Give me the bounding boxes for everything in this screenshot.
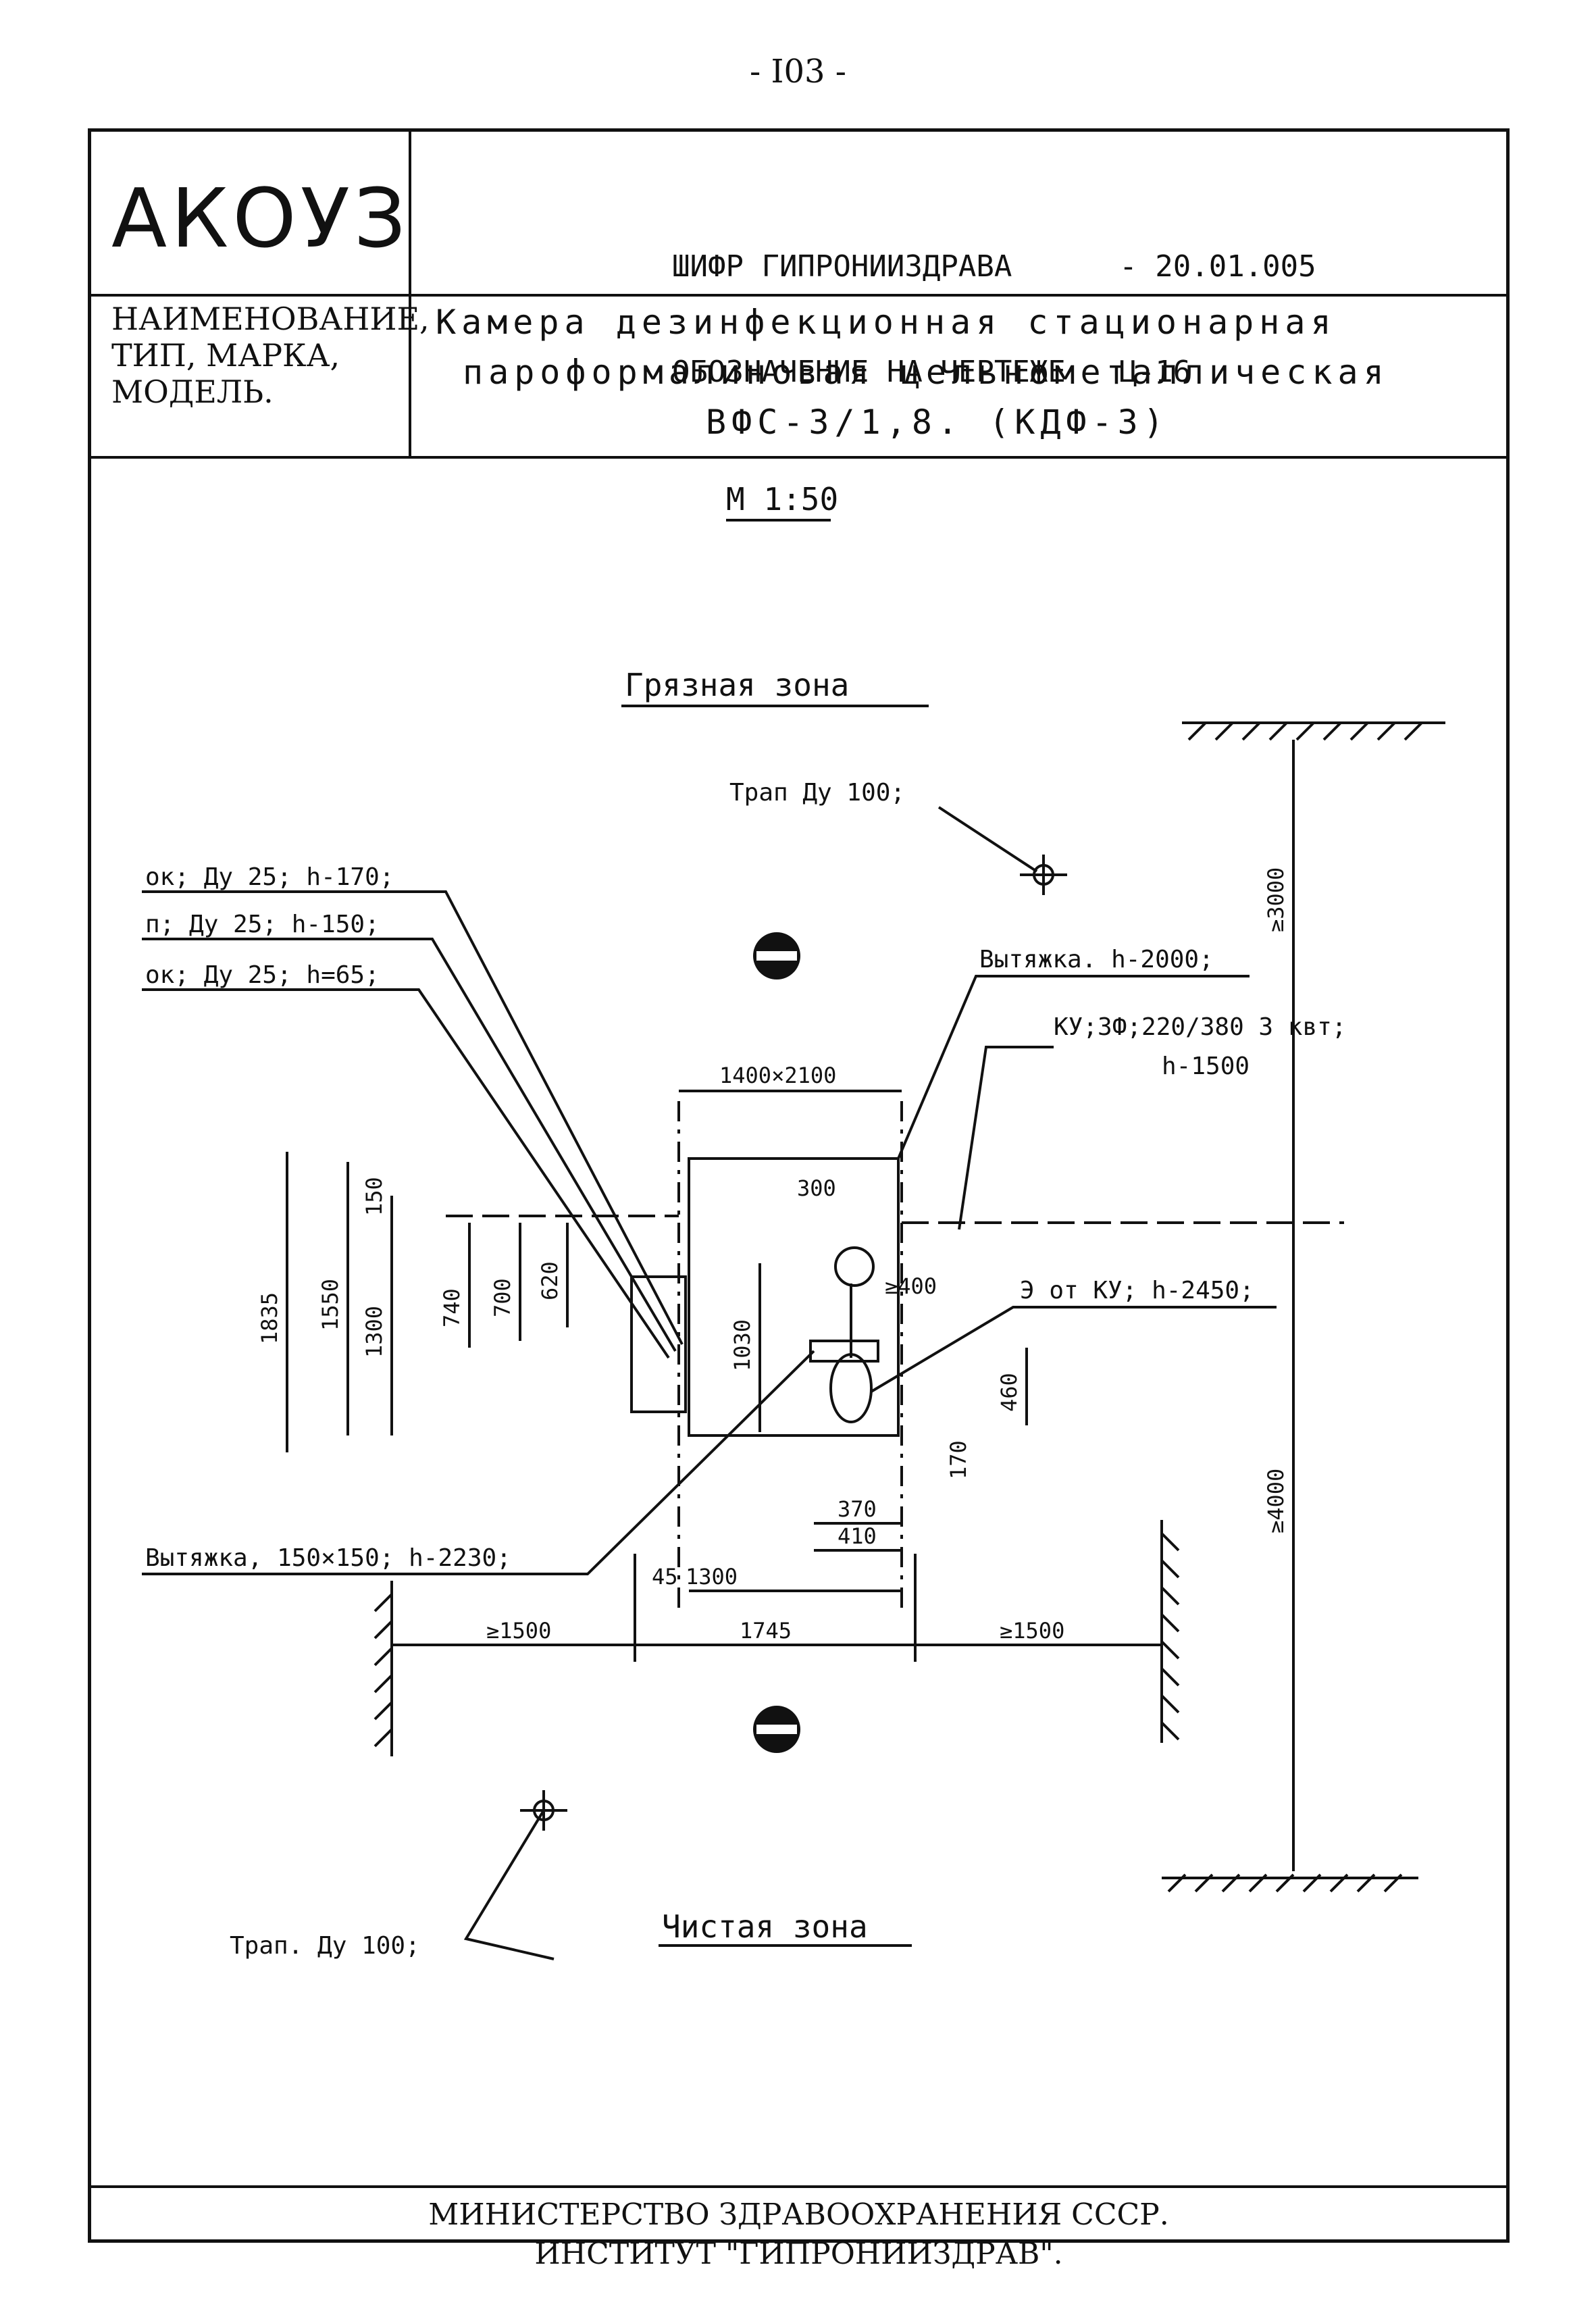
dim-1300-v: 1300 [361,1306,387,1358]
header-divider [91,294,1506,297]
page-number: - I03 - [750,53,846,91]
leader-ku [958,1046,1054,1230]
footer-ministry: МИНИСТЕРСТВО ЗДРАВООХРАНЕНИЯ СССР. [428,2197,1169,2232]
header-column-divider [409,132,411,456]
naming-label-line: ТИП, МАРКА, [111,337,340,374]
drawing-sheet: АКОУЗ ШИФР ГИПРОНИИЗДРАВА - 20.01.005 ОБ… [88,128,1510,2271]
callout-drain-bottom: Трап. Ду 100; [230,1932,420,1960]
footer-divider [91,2185,1506,2188]
callout-drain-top: Трап Ду 100; [729,779,905,807]
naming-label-line: МОДЕЛЬ. [111,374,274,410]
leader-exhaust-2000 [897,975,1250,1159]
callout-ku: КУ;3Ф;220/380 3 квт; [1054,1013,1346,1041]
leader-exhaust-150 [142,1350,815,1575]
dim-3000: ≥3000 [1263,867,1289,932]
callout-ku-height: h-1500 [1162,1052,1250,1080]
callout-ok-170: ок; Ду 25; h-170; [145,863,394,891]
naming-value-line: пароформалиновая цельнометаллическая [463,353,1389,392]
dim-1835: 1835 [257,1292,282,1344]
dim-410: 410 [838,1523,877,1549]
naming-value-line: Камера дезинфекционная стационарная [436,303,1337,342]
wall-bottom-hatch [1167,1873,1403,1893]
dim-1500-right: ≥1500 [1000,1618,1064,1644]
naming-value: Камера дезинфекционная стационарная паро… [436,297,1496,447]
cipher-line: ШИФР ГИПРОНИИЗДРАВА - 20.01.005 [672,249,1316,284]
acronym: АКОУЗ [111,172,410,266]
leader-ok-170 [142,890,684,1345]
dim-740: 740 [439,1288,465,1327]
flange [809,1340,879,1363]
dim-4000: ≥4000 [1263,1469,1289,1533]
dim-1500-left: ≥1500 [486,1618,551,1644]
callout-e-from-ku: Э от КУ; h-2450; [1020,1277,1254,1304]
wall-left-hatch [374,1593,393,1748]
dim-150: 150 [361,1177,387,1216]
dirty-zone-label: Грязная зона [625,667,849,703]
dim-1300-h: 1300 [686,1564,738,1590]
clean-zone-label: Чистая зона [662,1908,868,1945]
callout-exhaust-150: Вытяжка, 150×150; h-2230; [145,1544,511,1572]
chamber-outline [688,1157,900,1437]
naming-label: НАИМЕНОВАНИЕ, ТИП, МАРКА, МОДЕЛЬ. [111,301,430,410]
ceiling-lamp-bottom-icon [753,1706,800,1753]
dim-400: ≥400 [885,1273,937,1299]
callout-p-150: п; Ду 25; h-150; [145,911,380,938]
scale-label: М 1:50 [726,481,838,517]
leader-e-from-ku [870,1306,1277,1393]
steam-fitting [834,1246,875,1287]
dim-700: 700 [490,1278,515,1317]
ceiling-lamp-top-icon [753,932,800,980]
dim-370: 370 [838,1496,877,1522]
dim-620: 620 [537,1261,563,1300]
callout-exhaust-2000: Вытяжка. h-2000; [979,946,1214,973]
designation-line: ОБОЗНАЧЕНИЕ НА ЧЕРТЕЖЕ - Ц-16 [672,355,1191,389]
code-block: ШИФР ГИПРОНИИЗДРАВА - 20.01.005 ОБОЗНАЧЕ… [672,179,1316,460]
dim-1400x2100: 1400×2100 [719,1063,836,1088]
wall-right-hatch [1160,1532,1180,1741]
dim-460: 460 [996,1373,1022,1412]
chamber-panel [630,1275,687,1413]
dim-45: 45 [652,1564,678,1590]
dim-1550: 1550 [317,1279,343,1331]
wall-top-hatch [1187,721,1423,741]
leader-p-150 [142,938,677,1352]
dim-1030: 1030 [729,1319,755,1371]
dim-170: 170 [946,1440,971,1479]
boiler-body [829,1353,873,1423]
naming-value-line: ВФС-3/1,8. (КДФ-3) [706,403,1169,442]
dim-300: 300 [797,1175,836,1201]
leader-drain-bottom [463,1809,555,1960]
dim-1745: 1745 [740,1618,792,1644]
footer: МИНИСТЕРСТВО ЗДРАВООХРАНЕНИЯ СССР. ИНСТИ… [91,2195,1506,2274]
title-divider [91,456,1506,459]
footer-institute: ИНСТИТУТ "ГИПРОНИИЗДРАВ". [534,2237,1063,2271]
naming-label-line: НАИМЕНОВАНИЕ, [111,301,430,337]
callout-ok-65: ок; Ду 25; h=65; [145,961,380,989]
leader-ok-65 [142,988,670,1359]
leader-drain-top [937,806,1038,873]
